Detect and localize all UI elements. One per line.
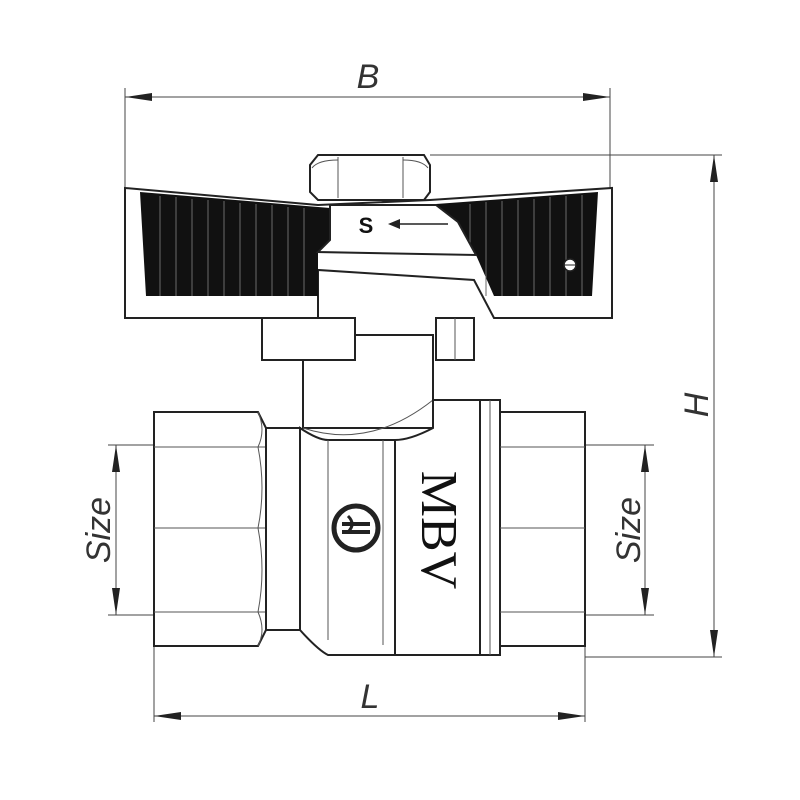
valve-stem bbox=[261, 317, 475, 429]
mbv-logo-icon bbox=[331, 503, 381, 553]
handle-left-ribs bbox=[159, 196, 305, 296]
valve-body: MBV bbox=[153, 399, 586, 656]
handle-right-wing bbox=[436, 192, 598, 296]
dimension-l-label: L bbox=[361, 678, 380, 716]
dimension-h-label: H bbox=[678, 392, 716, 417]
dimension-size-left: Size bbox=[80, 444, 268, 616]
dimension-l: L bbox=[153, 645, 586, 722]
brand-text: MBV bbox=[410, 471, 467, 589]
dimension-b: B bbox=[124, 58, 611, 190]
dimension-h: H bbox=[430, 154, 722, 658]
dimension-size-left-label: Size bbox=[80, 497, 118, 563]
dimension-size-right-label: Size bbox=[610, 497, 648, 563]
flow-mark-s: S bbox=[359, 213, 374, 238]
hex-nut bbox=[309, 154, 431, 201]
handle-right-ribs bbox=[469, 195, 583, 296]
flow-arrow-icon bbox=[388, 219, 448, 229]
butterfly-handle: S bbox=[124, 186, 613, 319]
handle-left-wing bbox=[140, 192, 330, 296]
dimension-b-label: B bbox=[357, 58, 380, 96]
